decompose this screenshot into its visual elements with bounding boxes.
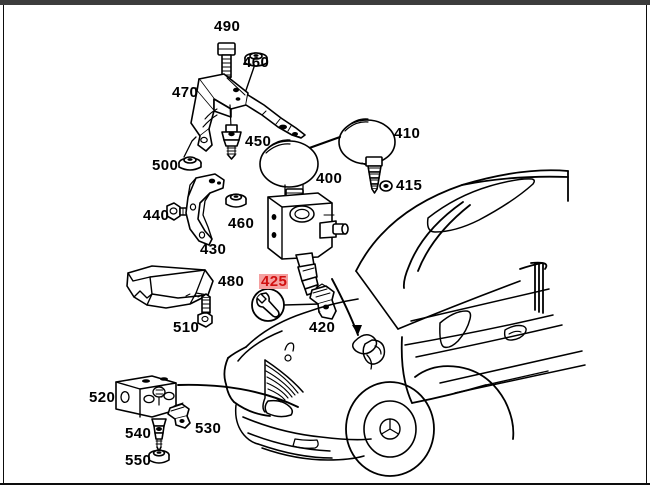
bottom-border-rule: [0, 483, 650, 485]
part-410-accumulator-sphere: [338, 118, 396, 194]
part-470-mounting-bracket: [190, 73, 306, 152]
exploded-parts-diagram: [0, 5, 650, 483]
top-border-bar: [0, 0, 650, 5]
part-530-connector: [167, 402, 191, 429]
callout-470[interactable]: 470: [172, 84, 199, 101]
callout-540[interactable]: 540: [125, 425, 152, 442]
callout-400[interactable]: 400: [316, 170, 343, 187]
right-border-rule: [646, 5, 647, 483]
callout-460-lower[interactable]: 460: [228, 215, 255, 232]
part-430-support-bracket: [185, 173, 225, 246]
part-520-valve-block: [115, 375, 177, 418]
part-510-bolt: [197, 293, 213, 328]
vehicle-line-drawing: [223, 169, 586, 477]
part-415-sealing-ring: [379, 180, 393, 192]
left-border-rule: [3, 5, 4, 483]
part-540-valve: [151, 418, 167, 452]
assembly-arrow-to-engine-bay: [331, 278, 362, 336]
part-450-pressure-switch: [221, 104, 242, 160]
callout-530[interactable]: 530: [195, 420, 222, 437]
part-500-rubber-mount: [178, 156, 202, 171]
callout-480[interactable]: 480: [218, 273, 245, 290]
part-420-pressure-sensor: [309, 283, 337, 320]
part-400-hydraulic-pump-unit: [259, 139, 349, 296]
part-550-nut: [148, 449, 170, 464]
part-460-lower-capnut: [225, 193, 247, 208]
callout-550[interactable]: 550: [125, 452, 152, 469]
callout-500[interactable]: 500: [152, 157, 179, 174]
part-480-heat-shield: [126, 265, 214, 309]
callout-425-highlighted[interactable]: 425: [260, 273, 289, 290]
callout-460-upper[interactable]: 460: [243, 54, 270, 71]
callout-510[interactable]: 510: [173, 319, 200, 336]
callout-430[interactable]: 430: [200, 241, 227, 258]
callout-415[interactable]: 415: [396, 177, 423, 194]
part-425-repair-kit-icon: [251, 288, 285, 322]
callout-410[interactable]: 410: [394, 125, 421, 142]
callout-420[interactable]: 420: [309, 319, 336, 336]
diagram-linework: [115, 42, 586, 477]
callout-490[interactable]: 490: [214, 18, 241, 35]
callout-520[interactable]: 520: [89, 389, 116, 406]
part-460-upper-capnut: [244, 52, 268, 67]
callout-440[interactable]: 440: [143, 207, 170, 224]
callout-450[interactable]: 450: [245, 133, 272, 150]
